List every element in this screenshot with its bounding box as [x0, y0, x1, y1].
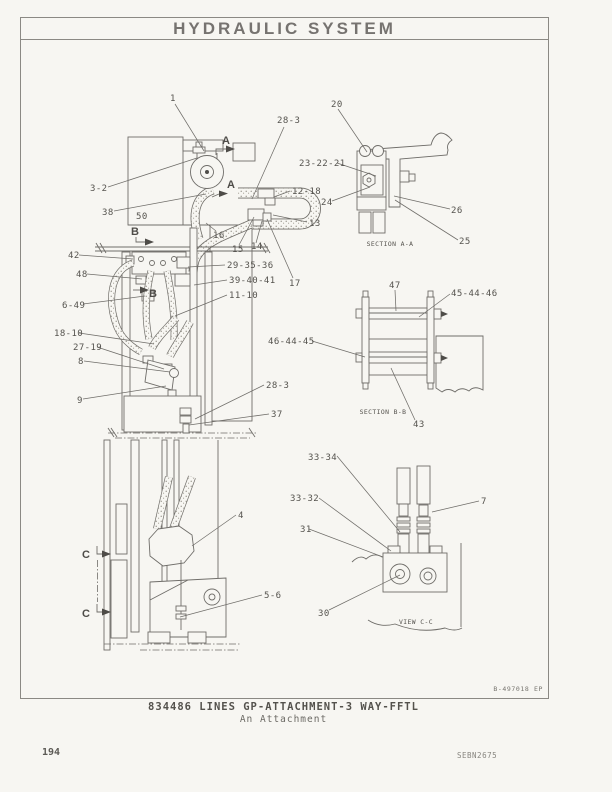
section-b-caption: SECTION B-B — [360, 408, 407, 416]
callout: 28-3 — [277, 116, 300, 126]
figure-caption-title: 834486 LINES GP-ATTACHMENT-3 WAY-FFTL — [148, 701, 419, 713]
callout: 30 — [318, 609, 330, 619]
callout: 50 — [136, 212, 148, 222]
cut-letter-a1: A — [222, 135, 230, 147]
leader-lines — [78, 103, 480, 618]
callout: 33-34 — [308, 453, 337, 463]
view-c-c: VIEW C-C — [351, 465, 463, 631]
callout: 6-49 — [62, 301, 85, 311]
page-number: 194 — [42, 747, 61, 758]
callout: 16 — [213, 231, 225, 241]
callout: 18-10 — [54, 329, 83, 339]
page-title: HYDRAULIC SYSTEM — [173, 18, 396, 38]
callout: 25 — [459, 237, 471, 247]
callout: 11-10 — [229, 291, 258, 301]
mast-main-view — [95, 136, 321, 651]
callout: 28-3 — [266, 381, 289, 391]
figure-caption-sub: An Attachment — [239, 714, 328, 726]
section-a-a-view: SECTION A-A — [356, 132, 453, 248]
cut-letter-b1: B — [131, 226, 139, 238]
callout: 23-22-21 — [299, 159, 346, 169]
callout: 20 — [331, 100, 343, 110]
figure-caption: 834486 LINES GP-ATTACHMENT-3 WAY-FFTL An… — [20, 701, 547, 726]
callout: 48 — [76, 270, 88, 280]
callout: 46-44-45 — [268, 337, 315, 347]
cut-letter-b2: B — [149, 288, 157, 300]
section-b-b-view: SECTION B-B — [355, 290, 484, 416]
section-a-caption: SECTION A-A — [367, 240, 414, 248]
callout: 4 — [238, 511, 244, 521]
callout: 13 — [309, 219, 321, 229]
callout: 29-35-36 — [227, 261, 274, 271]
cut-plane-letters: A A B B C C — [82, 135, 235, 620]
callout: 42 — [68, 251, 80, 261]
callout: 38 — [102, 208, 114, 218]
callout: 24 — [321, 198, 333, 208]
callout: 47 — [389, 281, 401, 291]
callout: 3-2 — [90, 184, 107, 194]
callout: 45-44-46 — [451, 289, 498, 299]
callout: 37 — [271, 410, 283, 420]
document-code: SEBN2675 — [457, 751, 498, 760]
callout: 7 — [481, 497, 487, 507]
callout: 5-6 — [264, 591, 281, 601]
callout: 1 — [170, 94, 176, 104]
callout: 9 — [77, 396, 83, 406]
view-c-caption: VIEW C-C — [399, 618, 433, 626]
drawing-ref-number: B-497018 EP — [493, 685, 543, 693]
callout: 43 — [413, 420, 425, 430]
callout: 15 — [232, 245, 244, 255]
callout: 17 — [289, 279, 301, 289]
callout: 26 — [451, 206, 463, 216]
cut-letter-c1: C — [82, 549, 90, 561]
callout-labels: 1 28-3 3-2 38 50 12-18 13 16 15 14 17 29… — [54, 94, 498, 619]
callout: 12-18 — [292, 187, 321, 197]
cut-letter-c2: C — [82, 608, 90, 620]
callout: 8 — [78, 357, 84, 367]
callout: 33-32 — [290, 494, 319, 504]
drawing-border: HYDRAULIC SYSTEM — [20, 17, 549, 699]
title-band: HYDRAULIC SYSTEM — [21, 18, 548, 40]
cut-letter-a2: A — [227, 179, 235, 191]
callout: 39-40-41 — [229, 276, 276, 286]
callout: 27-19 — [73, 343, 102, 353]
callout: 14 — [251, 242, 263, 252]
callout: 31 — [300, 525, 312, 535]
